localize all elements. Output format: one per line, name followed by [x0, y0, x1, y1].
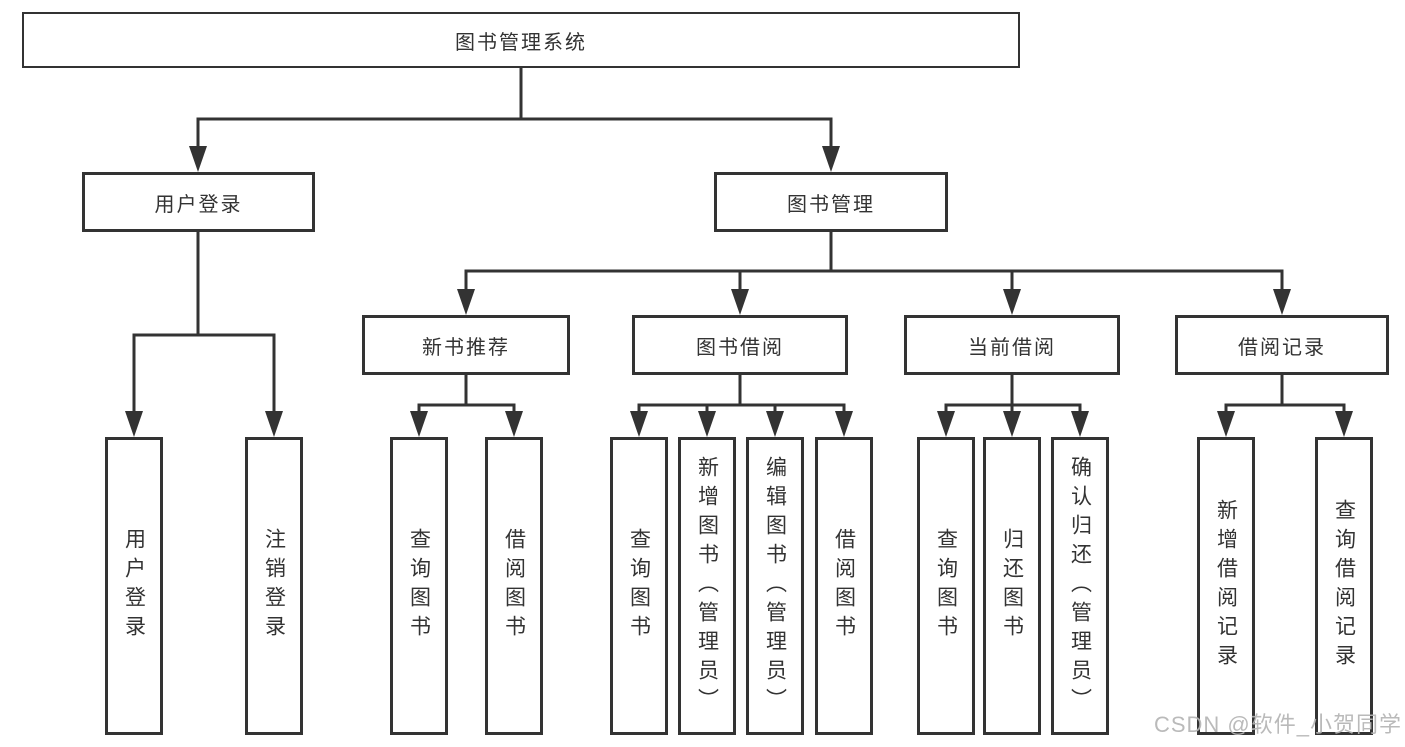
- node-book-management-system: 图书管理系统: [22, 12, 1020, 68]
- arrow-down-icon: [1335, 411, 1353, 437]
- leaf-add-book-admin: 新增图书（管理员）: [678, 437, 736, 735]
- arrow-down-icon: [1003, 289, 1021, 315]
- leaf-query-borrow-record: 查询借阅记录: [1315, 437, 1373, 735]
- arrow-down-icon: [1071, 411, 1089, 437]
- node-user-login: 用户登录: [82, 172, 315, 232]
- leaf-query-books-current: 查询图书: [917, 437, 975, 735]
- leaf-user-login: 用户登录: [105, 437, 163, 735]
- arrow-down-icon: [630, 411, 648, 437]
- arrow-down-icon: [937, 411, 955, 437]
- arrow-down-icon: [265, 411, 283, 437]
- arrow-down-icon: [189, 146, 207, 172]
- arrow-down-icon: [822, 146, 840, 172]
- leaf-borrow-books-borrowing: 借阅图书: [815, 437, 873, 735]
- arrow-down-icon: [505, 411, 523, 437]
- arrowheads: [125, 146, 1353, 437]
- leaf-logout: 注销登录: [245, 437, 303, 735]
- arrow-down-icon: [125, 411, 143, 437]
- leaf-confirm-return-admin: 确认归还（管理员）: [1051, 437, 1109, 735]
- arrow-down-icon: [835, 411, 853, 437]
- node-book-borrowing: 图书借阅: [632, 315, 848, 375]
- leaf-borrow-books-recommend: 借阅图书: [485, 437, 543, 735]
- leaf-return-books: 归还图书: [983, 437, 1041, 735]
- arrow-down-icon: [410, 411, 428, 437]
- node-new-book-recommendation: 新书推荐: [362, 315, 570, 375]
- arrow-down-icon: [698, 411, 716, 437]
- watermark-csdn: CSDN @软件_小贺同学: [1153, 712, 1402, 737]
- arrow-down-icon: [1273, 289, 1291, 315]
- node-borrowing-records: 借阅记录: [1175, 315, 1389, 375]
- leaf-query-books-borrowing: 查询图书: [610, 437, 668, 735]
- arrow-down-icon: [766, 411, 784, 437]
- arrow-down-icon: [1003, 411, 1021, 437]
- leaf-query-books-recommend: 查询图书: [390, 437, 448, 735]
- leaf-add-borrow-record: 新增借阅记录: [1197, 437, 1255, 735]
- leaf-edit-book-admin: 编辑图书（管理员）: [746, 437, 804, 735]
- arrow-down-icon: [1217, 411, 1235, 437]
- node-current-borrowing: 当前借阅: [904, 315, 1120, 375]
- arrow-down-icon: [457, 289, 475, 315]
- arrow-down-icon: [731, 289, 749, 315]
- node-book-management: 图书管理: [714, 172, 948, 232]
